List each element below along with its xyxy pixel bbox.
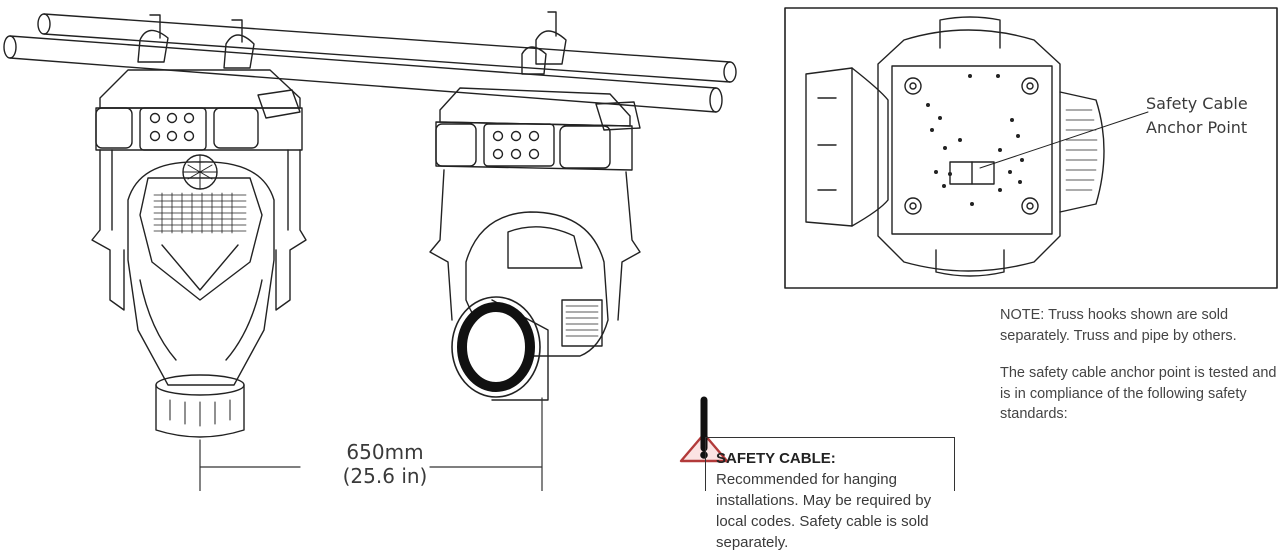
dimension-inch: (25.6 in) xyxy=(342,464,428,488)
safety-cable-text: SAFETY CABLE: Recommended for hanging in… xyxy=(716,448,956,553)
inset-bottom-view xyxy=(784,7,1278,289)
diagram-canvas: Safety Cable Anchor Point 650mm (25.6 in… xyxy=(3,7,1286,551)
truss-pipes xyxy=(3,13,737,113)
note-truss-hooks: NOTE: Truss hooks shown are sold separat… xyxy=(1000,307,1237,344)
dimension-mm: 650mm xyxy=(346,440,424,464)
warning-triangle-icon xyxy=(679,396,729,463)
safety-cable-body: Recommended for hanging installations. M… xyxy=(716,471,932,551)
fixture-illustration xyxy=(3,7,1278,491)
notes-panel: NOTE: Truss hooks shown are sold separat… xyxy=(1000,305,1286,442)
anchor-point-label: Safety Cable Anchor Point xyxy=(1146,94,1248,137)
dimension-label: 650mm (25.6 in) xyxy=(300,440,470,488)
dimension-line xyxy=(199,397,543,491)
safety-cable-title: SAFETY CABLE: xyxy=(716,450,836,467)
right-fixture xyxy=(429,11,641,401)
safety-cable-box xyxy=(705,437,955,491)
left-fixture xyxy=(91,14,307,438)
note-safety-standards: The safety cable anchor point is tested … xyxy=(1000,365,1277,422)
